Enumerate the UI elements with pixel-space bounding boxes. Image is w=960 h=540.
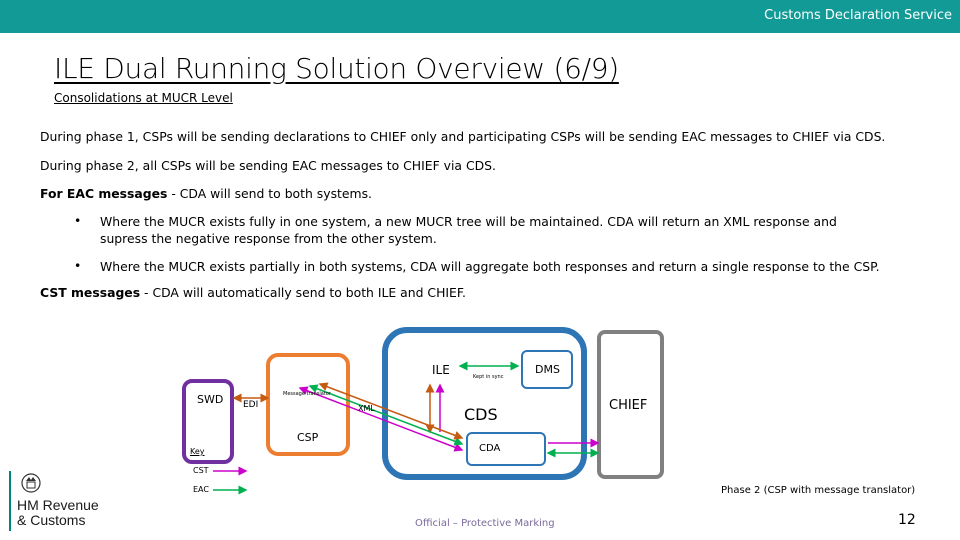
royal-crest-icon bbox=[21, 473, 41, 493]
swd-label: SWD bbox=[197, 393, 224, 406]
eac-heading: For EAC messages bbox=[40, 186, 168, 201]
bullet-2: Where the MUCR exists partially in both … bbox=[100, 259, 880, 274]
key-eac-label: EAC bbox=[193, 485, 209, 494]
bullet-marker: • bbox=[74, 258, 82, 273]
cda-box bbox=[466, 432, 546, 466]
paragraph-eac: For EAC messages - CDA will send to both… bbox=[40, 186, 372, 201]
page-subtitle: Consolidations at MUCR Level bbox=[54, 91, 233, 105]
ile-label: ILE bbox=[432, 363, 450, 377]
xml-label: XML bbox=[358, 404, 375, 413]
paragraph-phase1: During phase 1, CSPs will be sending dec… bbox=[40, 129, 886, 144]
key-cst-label: CST bbox=[193, 466, 209, 475]
bullet-1-line1: Where the MUCR exists fully in one syste… bbox=[100, 214, 837, 229]
page-number: 12 bbox=[898, 512, 916, 528]
csp-cda-cst-arrow bbox=[298, 386, 464, 452]
phase2-note: Phase 2 (CSP with message translator) bbox=[721, 485, 916, 496]
cst-heading: CST messages bbox=[40, 285, 141, 300]
bullet-marker: • bbox=[74, 213, 82, 228]
chief-label: CHIEF bbox=[609, 398, 648, 413]
logo-rule bbox=[9, 471, 11, 531]
cst-text: - CDA will automatically send to both IL… bbox=[140, 285, 466, 300]
page-title: ILE Dual Running Solution Overview (6/9) bbox=[54, 52, 619, 85]
protective-marking: Official – Protective Marking bbox=[415, 518, 555, 529]
csp-cda-xml-arrow bbox=[318, 382, 464, 440]
key-label: Key bbox=[190, 447, 205, 456]
dms-box bbox=[521, 350, 573, 389]
logo-line2: & Customs bbox=[17, 512, 86, 528]
paragraph-phase2: During phase 2, all CSPs will be sending… bbox=[40, 158, 496, 173]
service-name: Customs Declaration Service bbox=[764, 8, 952, 23]
message-translator-label: Message translator bbox=[283, 391, 331, 397]
bullet-1: Where the MUCR exists fully in one syste… bbox=[100, 213, 837, 247]
cds-label: CDS bbox=[464, 405, 498, 424]
eac-text: - CDA will send to both systems. bbox=[167, 186, 372, 201]
dms-label: DMS bbox=[535, 363, 560, 376]
logo-line1: HM Revenue bbox=[17, 497, 99, 513]
edi-label: EDI bbox=[243, 400, 259, 410]
swd-box bbox=[182, 379, 234, 464]
kept-in-sync-label: Kept in sync bbox=[473, 374, 504, 380]
chief-container bbox=[597, 330, 664, 479]
csp-label: CSP bbox=[297, 431, 319, 444]
cda-label: CDA bbox=[479, 443, 501, 454]
paragraph-cst: CST messages - CDA will automatically se… bbox=[40, 285, 466, 300]
header-bar: Customs Declaration Service bbox=[0, 0, 960, 33]
bullet-1-line2: supress the negative response from the o… bbox=[100, 231, 437, 246]
